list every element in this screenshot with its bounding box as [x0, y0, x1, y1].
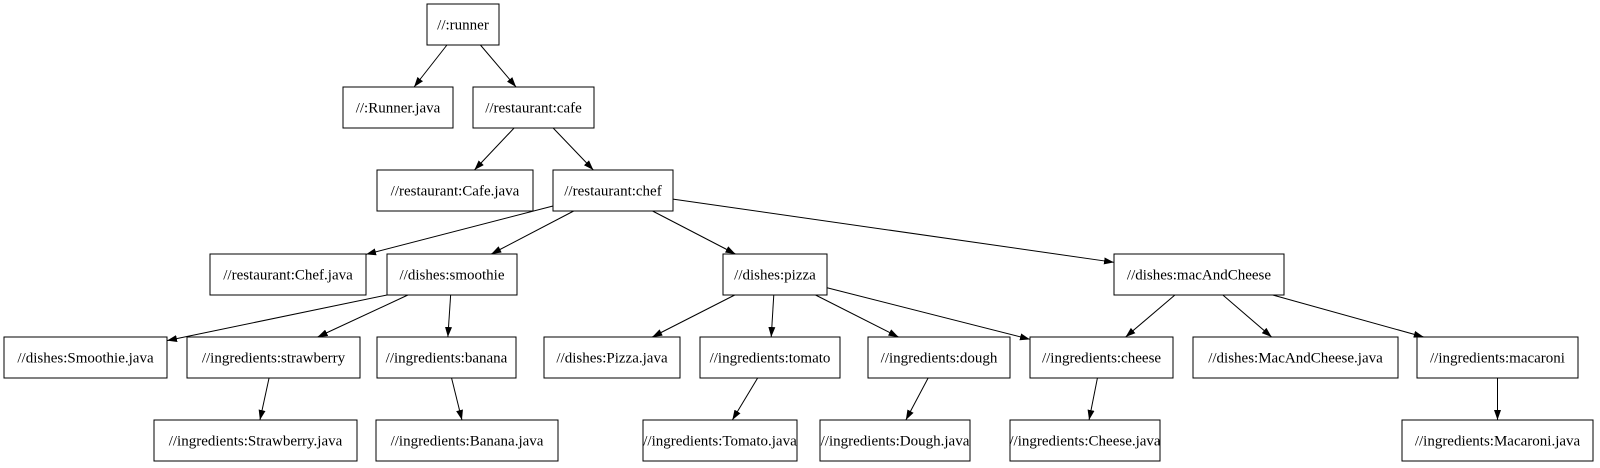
node-box-cafe [472, 86, 595, 129]
node-mac_and_cheese_java: //dishes:MacAndCheese.java [1192, 336, 1399, 379]
node-tomato_java: //ingredients:Tomato.java [642, 419, 798, 462]
node-dough_java: //ingredients:Dough.java [819, 419, 971, 462]
node-box-runner_java [342, 86, 454, 129]
node-runner_java: //:Runner.java [342, 86, 454, 129]
node-box-chef [552, 169, 674, 212]
node-box-macaroni_java [1401, 419, 1594, 462]
node-cafe: //restaurant:cafe [472, 86, 595, 129]
node-smoothie: //dishes:smoothie [386, 253, 518, 296]
node-label-dough_java: //ingredients:Dough.java [821, 434, 970, 450]
node-label-cheese: //ingredients:cheese [1042, 351, 1161, 367]
node-label-runner: //:runner [437, 18, 489, 34]
node-box-cafe_java [376, 169, 534, 212]
node-label-cheese_java: //ingredients:Cheese.java [1009, 434, 1161, 450]
node-label-tomato_java: //ingredients:Tomato.java [643, 434, 797, 450]
node-runner: //:runner [426, 3, 500, 46]
node-label-chef_java: //restaurant:Chef.java [223, 268, 353, 284]
edge-tomato-tomato_java [731, 377, 759, 421]
node-label-cafe: //restaurant:cafe [485, 101, 582, 117]
node-tomato: //ingredients:tomato [699, 336, 841, 379]
edge-pizza-cheese [826, 287, 1031, 341]
node-box-pizza_java [543, 336, 681, 379]
edge-runner-runner_java [413, 44, 448, 88]
node-label-pizza: //dishes:pizza [734, 268, 816, 284]
node-pizza: //dishes:pizza [722, 253, 828, 296]
node-box-strawberry [186, 336, 361, 379]
node-box-banana_java [375, 419, 559, 462]
node-dough: //ingredients:dough [867, 336, 1011, 379]
edge-pizza-pizza_java [652, 294, 735, 338]
node-box-banana [376, 336, 517, 379]
node-label-cafe_java: //restaurant:Cafe.java [391, 184, 520, 200]
node-cafe_java: //restaurant:Cafe.java [376, 169, 534, 212]
node-macaroni_java: //ingredients:Macaroni.java [1401, 419, 1594, 462]
node-box-dough_java [819, 419, 971, 462]
node-label-dough: //ingredients:dough [881, 351, 998, 367]
node-label-macaroni_java: //ingredients:Macaroni.java [1415, 434, 1581, 450]
node-box-smoothie_java [3, 336, 168, 379]
node-box-cheese_java [1009, 419, 1161, 462]
node-label-smoothie: //dishes:smoothie [400, 268, 505, 284]
node-label-mac_and_cheese: //dishes:macAndCheese [1127, 268, 1271, 284]
node-box-dough [867, 336, 1011, 379]
node-mac_and_cheese: //dishes:macAndCheese [1113, 253, 1285, 296]
edge-cafe-chef [552, 127, 594, 171]
node-box-runner [426, 3, 500, 46]
node-label-chef: //restaurant:chef [564, 184, 661, 200]
node-box-pizza [722, 253, 828, 296]
edge-smoothie-banana [445, 294, 453, 338]
edge-runner-cafe [480, 44, 517, 88]
node-label-strawberry_java: //ingredients:Strawberry.java [169, 434, 343, 450]
nodes-layer: //:runner //:Runner.java //restaurant:cafe… [3, 3, 1594, 462]
node-chef_java: //restaurant:Chef.java [209, 253, 367, 296]
node-label-banana: //ingredients:banana [386, 351, 508, 367]
node-box-mac_and_cheese [1113, 253, 1285, 296]
node-pizza_java: //dishes:Pizza.java [543, 336, 681, 379]
node-strawberry_java: //ingredients:Strawberry.java [153, 419, 358, 462]
node-box-cheese [1029, 336, 1174, 379]
node-box-mac_and_cheese_java [1192, 336, 1399, 379]
node-banana_java: //ingredients:Banana.java [375, 419, 559, 462]
edge-banana-banana_java [451, 377, 463, 421]
edge-chef-mac_and_cheese [672, 198, 1115, 265]
node-label-mac_and_cheese_java: //dishes:MacAndCheese.java [1208, 351, 1383, 367]
node-label-macaroni: //ingredients:macaroni [1430, 351, 1565, 367]
edge-chef-chef_java [365, 205, 554, 256]
node-box-chef_java [209, 253, 367, 296]
node-banana: //ingredients:banana [376, 336, 517, 379]
node-label-pizza_java: //dishes:Pizza.java [556, 351, 668, 367]
node-label-smoothie_java: //dishes:Smoothie.java [17, 351, 154, 367]
edge-mac_and_cheese-macaroni [1272, 294, 1424, 338]
node-box-strawberry_java [153, 419, 358, 462]
node-strawberry: //ingredients:strawberry [186, 336, 361, 379]
node-label-tomato: //ingredients:tomato [710, 351, 831, 367]
node-box-macaroni [1416, 336, 1579, 379]
edge-chef-smoothie [491, 210, 574, 255]
edge-pizza-dough [815, 294, 899, 338]
node-smoothie_java: //dishes:Smoothie.java [3, 336, 168, 379]
node-label-runner_java: //:Runner.java [356, 101, 441, 117]
node-box-tomato_java [642, 419, 798, 462]
edges-layer [166, 44, 1501, 421]
edge-chef-pizza [652, 210, 736, 255]
edge-strawberry-strawberry_java [258, 377, 270, 421]
edge-mac_and_cheese-mac_and_cheese_java [1222, 294, 1272, 338]
node-cheese_java: //ingredients:Cheese.java [1009, 419, 1161, 462]
node-macaroni: //ingredients:macaroni [1416, 336, 1579, 379]
edge-smoothie-smoothie_java [166, 294, 388, 343]
node-label-banana_java: //ingredients:Banana.java [391, 434, 544, 450]
node-box-smoothie [386, 253, 518, 296]
edge-cafe-cafe_java [474, 127, 515, 171]
edge-mac_and_cheese-cheese [1125, 294, 1176, 338]
edge-pizza-tomato [768, 294, 776, 338]
node-label-strawberry: //ingredients:strawberry [202, 351, 346, 367]
edge-smoothie-strawberry [317, 294, 409, 338]
node-chef: //restaurant:chef [552, 169, 674, 212]
node-cheese: //ingredients:cheese [1029, 336, 1174, 379]
node-box-tomato [699, 336, 841, 379]
edge-dough-dough_java [905, 377, 929, 421]
edge-cheese-cheese_java [1087, 377, 1098, 421]
